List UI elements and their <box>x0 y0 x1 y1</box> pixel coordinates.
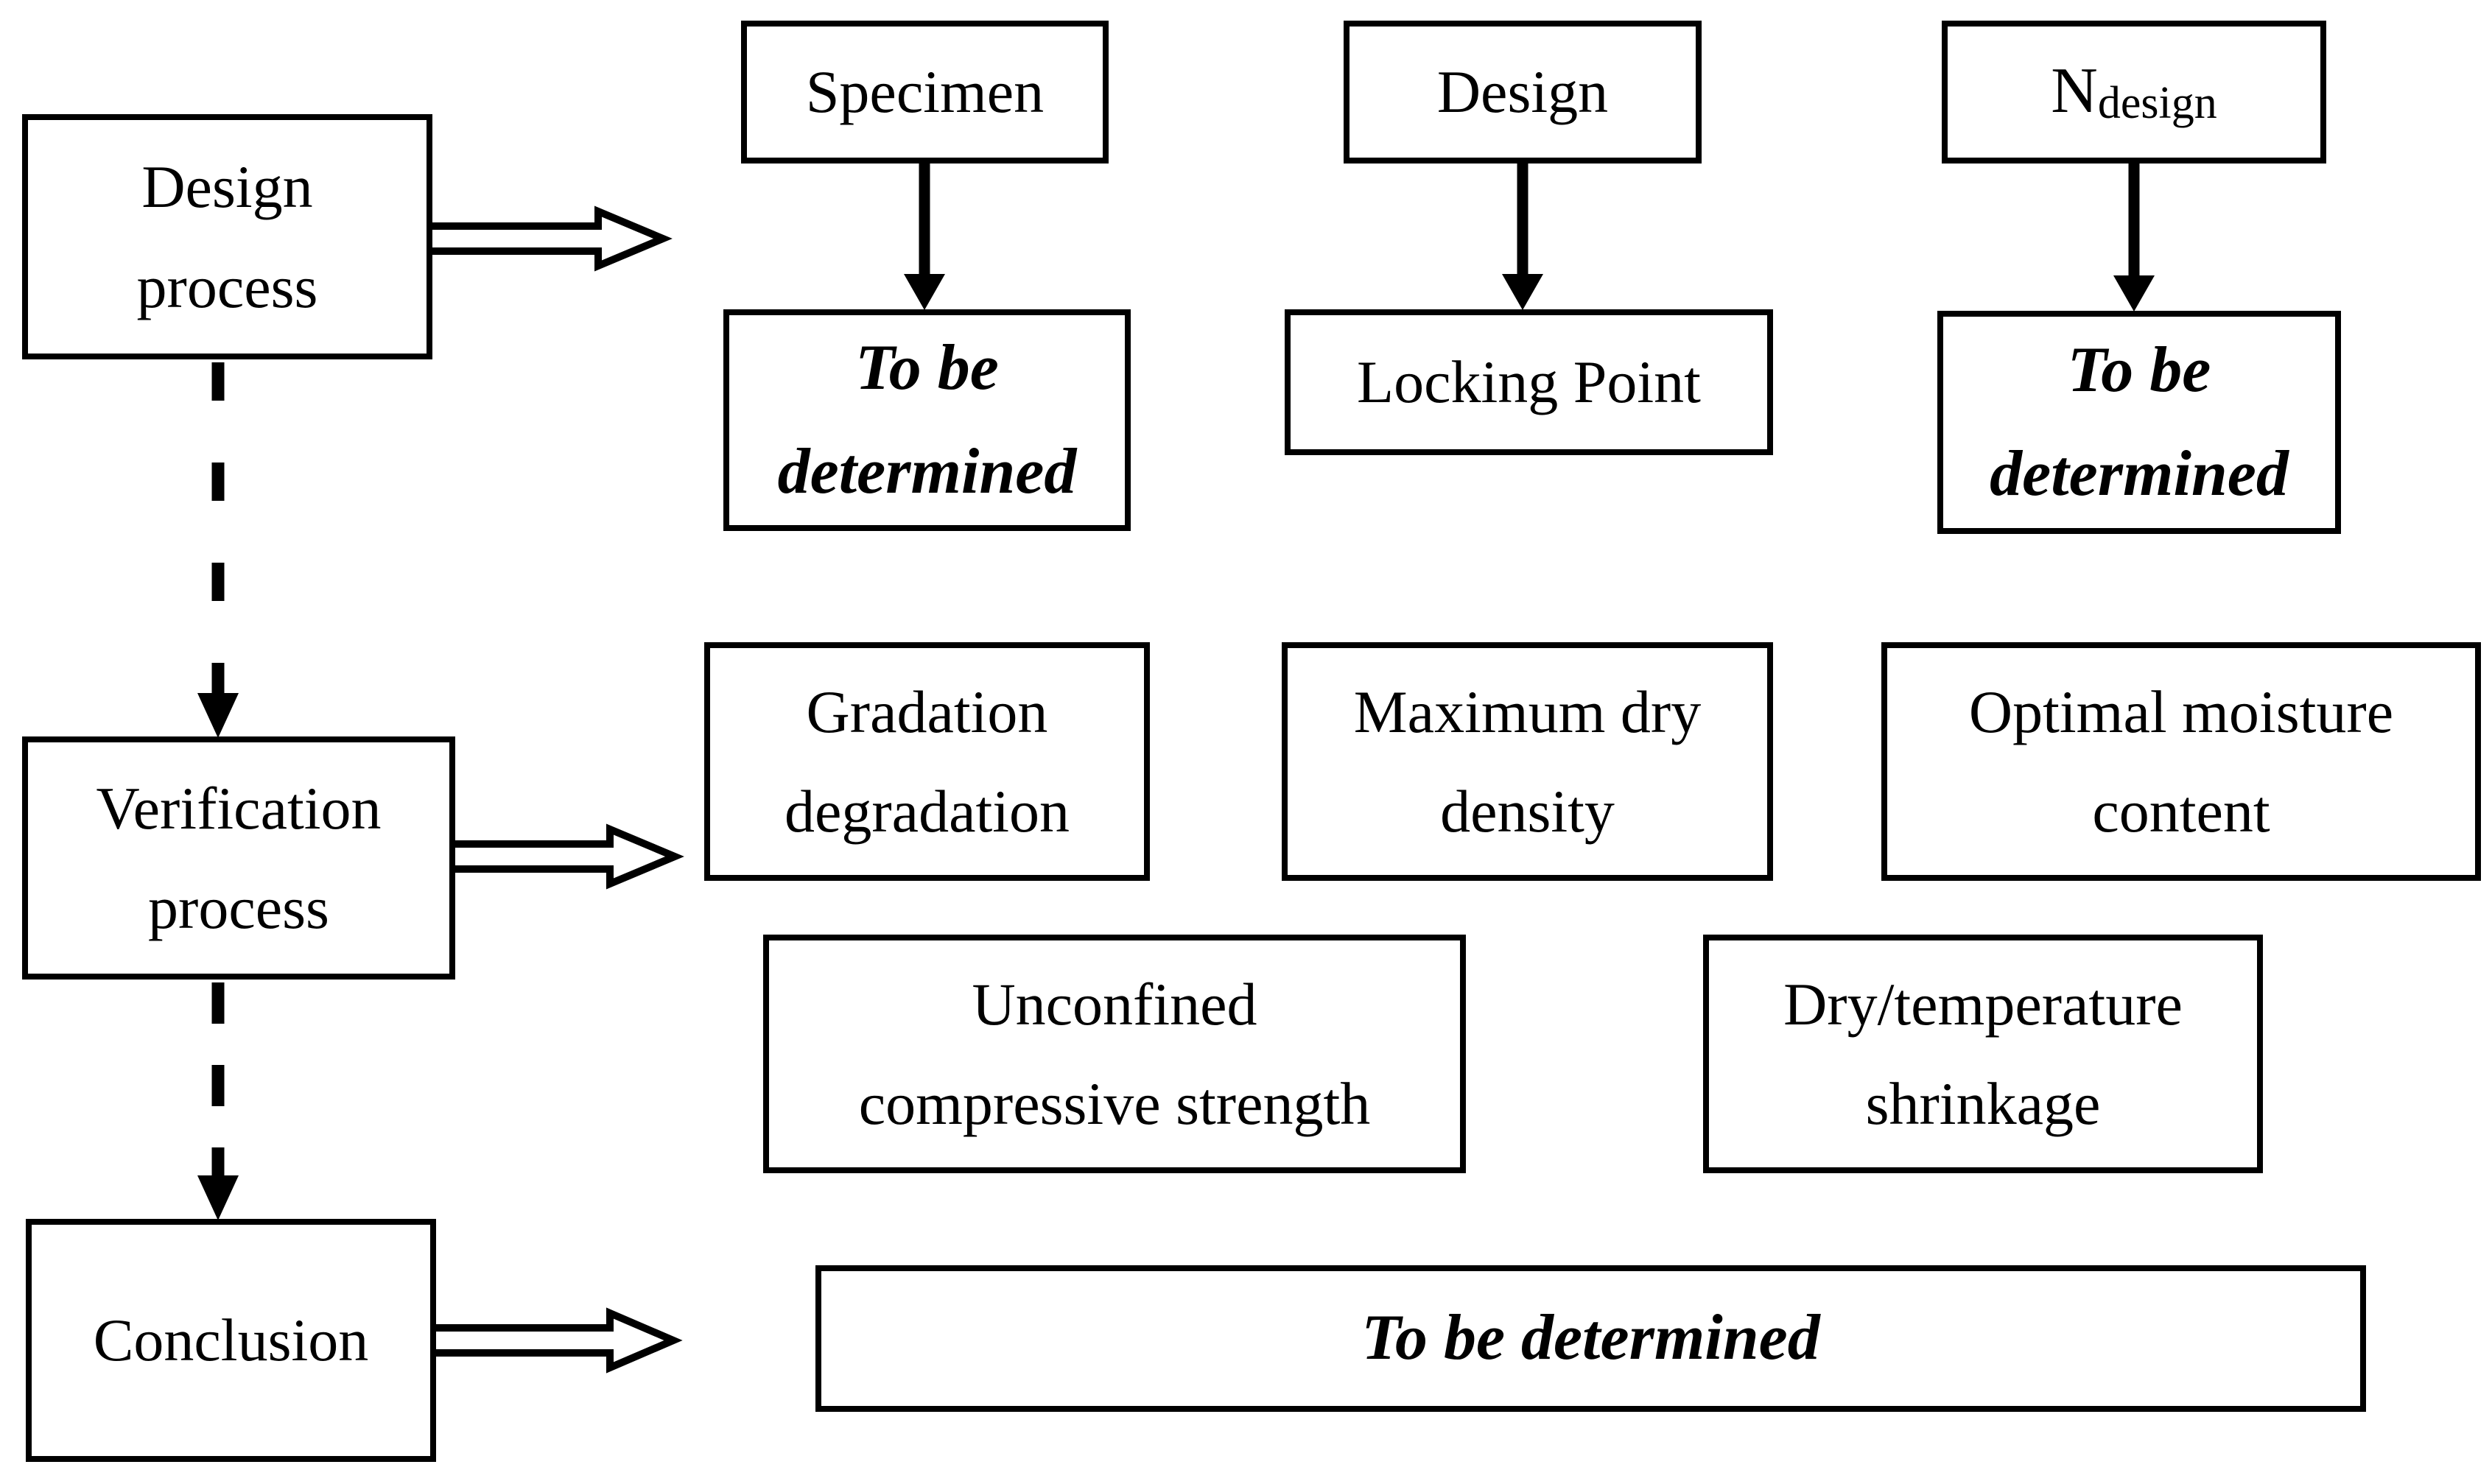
verification-process-label-line2: process <box>148 874 329 941</box>
design-down-arrow <box>1502 163 1543 310</box>
verification-process-label-line1: Verification <box>96 774 382 842</box>
verification-process-box: Verification process <box>22 736 455 980</box>
verification-process-hollow-right-arrow <box>446 823 684 890</box>
design-process-label-line2: process <box>136 253 318 320</box>
conclusion-label: Conclusion <box>93 1307 369 1374</box>
specimen-down-arrow <box>904 163 945 310</box>
n-design-subscript: design <box>2097 77 2217 128</box>
n-design-down-arrow <box>2113 163 2155 312</box>
n-design-result-line1: To be <box>2067 334 2211 406</box>
gradation-degradation-line2: degradation <box>784 778 1070 845</box>
conclusion-hollow-right-arrow <box>427 1307 683 1374</box>
design-process-label-line1: Design <box>141 153 313 221</box>
dry-temperature-shrinkage-line2: shrinkage <box>1865 1070 2101 1137</box>
specimen-label: Specimen <box>805 58 1045 126</box>
n-design-box: Ndesign <box>1942 21 2326 163</box>
final-result-box: To be determined <box>815 1265 2366 1412</box>
design-box: Design <box>1344 21 1702 163</box>
gradation-degradation-line1: Gradation <box>806 678 1048 745</box>
gradation-degradation-box: Gradation degradation <box>704 642 1150 881</box>
conclusion-box: Conclusion <box>26 1219 436 1462</box>
maximum-dry-density-line2: density <box>1440 778 1615 845</box>
maximum-dry-density-line1: Maximum dry <box>1353 678 1702 745</box>
n-design-result-box: To be determined <box>1937 311 2341 534</box>
n-design-base: N <box>2051 55 2098 127</box>
unconfined-compressive-strength-line2: compressive strength <box>858 1070 1371 1137</box>
optimal-moisture-content-line2: content <box>2092 778 2270 845</box>
optimal-moisture-content-line1: Optimal moisture <box>1968 678 2394 745</box>
design-label: Design <box>1436 58 1609 126</box>
design-to-verification-dashed-down-arrow <box>197 362 239 738</box>
design-process-box: Design process <box>22 114 432 359</box>
dry-temperature-shrinkage-box: Dry/temperature shrinkage <box>1703 935 2263 1173</box>
specimen-box: Specimen <box>741 21 1109 163</box>
locking-point-box: Locking Point <box>1285 309 1773 455</box>
specimen-result-line2: determined <box>777 435 1077 507</box>
n-design-label: Ndesign <box>2051 42 2217 141</box>
dry-temperature-shrinkage-line1: Dry/temperature <box>1783 970 2183 1038</box>
maximum-dry-density-box: Maximum dry density <box>1282 642 1773 881</box>
design-process-hollow-right-arrow <box>424 205 673 272</box>
unconfined-compressive-strength-box: Unconfined compressive strength <box>763 935 1466 1173</box>
specimen-result-box: To be determined <box>723 309 1131 531</box>
specimen-result-line1: To be <box>855 331 999 404</box>
optimal-moisture-content-box: Optimal moisture content <box>1881 642 2481 881</box>
verification-to-conclusion-dashed-down-arrow <box>197 982 239 1220</box>
unconfined-compressive-strength-line1: Unconfined <box>972 970 1257 1038</box>
locking-point-label: Locking Point <box>1357 348 1701 416</box>
n-design-result-line2: determined <box>1990 437 2289 510</box>
final-result-label: To be determined <box>1361 1302 1820 1374</box>
